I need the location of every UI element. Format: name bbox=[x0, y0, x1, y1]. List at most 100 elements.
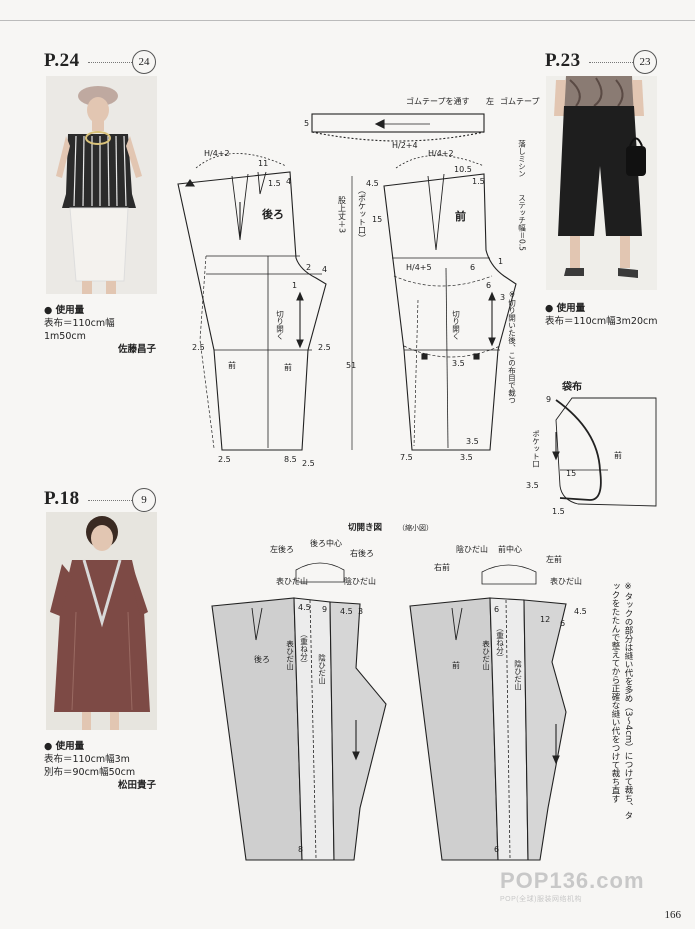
usage-line: 別布＝90cm幅50cm bbox=[44, 767, 136, 778]
back-dart-small bbox=[257, 171, 267, 195]
page-ref-p24: P.24 bbox=[44, 50, 80, 71]
model-photo-p24 bbox=[46, 76, 157, 294]
spread-front-side bbox=[523, 599, 567, 861]
spread-back-m45b: 4.5 bbox=[340, 607, 353, 616]
rise-label: 股上丈＋3 bbox=[338, 196, 347, 233]
dotted-leader bbox=[88, 500, 132, 501]
spread-front-dash bbox=[505, 599, 511, 859]
spread-back-front-fold-2: 表ひだ山 bbox=[285, 639, 294, 672]
spread-back-m45: 4.5 bbox=[298, 603, 311, 612]
usage-p23: ● 使用量 表布＝110cm幅3m20cm bbox=[545, 302, 665, 328]
waistband-formula: H/2+4 bbox=[392, 141, 418, 150]
front-m15: 15 bbox=[372, 215, 382, 224]
pocket-bag-title: 袋布 bbox=[561, 380, 582, 393]
dotted-leader bbox=[88, 62, 132, 63]
length-51: 51 bbox=[346, 361, 356, 370]
spread-left-front: 左前 bbox=[546, 554, 562, 564]
usage-line: 表布＝110cm幅3m bbox=[44, 754, 130, 765]
label-left: 左 bbox=[486, 96, 494, 106]
back-name: 後ろ bbox=[262, 207, 284, 221]
spread-front-name: 前 bbox=[452, 660, 460, 670]
front-hip-formula: H/4+5 bbox=[406, 263, 432, 272]
front-m6b: 6 bbox=[486, 281, 491, 290]
back-m2: 2 bbox=[306, 263, 311, 272]
back-overlap bbox=[199, 255, 215, 449]
usage-line: 表布＝110cm幅1m50cm bbox=[44, 318, 115, 342]
front-dart bbox=[427, 173, 445, 251]
top-rule bbox=[0, 20, 695, 21]
model-photo-p18 bbox=[46, 512, 157, 730]
arrowhead bbox=[296, 291, 304, 301]
back-m85: 8.5 bbox=[284, 455, 297, 464]
spread-back-overlap: （重ね分） bbox=[299, 630, 308, 668]
spread-front-front-fold-2: 表ひだ山 bbox=[481, 639, 490, 672]
page-ref-p23: P.23 bbox=[545, 50, 581, 71]
waistband-piece bbox=[311, 113, 485, 133]
arrowhead bbox=[552, 755, 560, 765]
spread-back-center: 後ろ中心 bbox=[310, 538, 342, 548]
pocket-m9: 9 bbox=[546, 395, 551, 404]
label-elastic: ゴムテープ bbox=[500, 96, 540, 106]
usage-title: 使用量 bbox=[556, 303, 586, 314]
spread-back-dash bbox=[309, 599, 317, 859]
back-m25c: 2.5 bbox=[218, 455, 231, 464]
tuck-note: ※タックの部分は縫い代を多め（3〜4cm）につけて裁ち、タックをたたんで整えてか… bbox=[610, 582, 633, 820]
pocket-front: 前 bbox=[614, 450, 622, 460]
waistband-height: 5 bbox=[304, 119, 309, 128]
usage-p24: ● 使用量 表布＝110cm幅1m50cm 佐藤昌子 bbox=[44, 305, 156, 355]
arrowhead bbox=[488, 291, 496, 301]
spread-front-hidden-fold: 陰ひだ山 bbox=[456, 544, 488, 554]
stitch-width-label: ステッチ幅＝0.5 bbox=[517, 194, 526, 251]
front-cut-line bbox=[445, 267, 449, 449]
spread-front-overlap: （重ね分） bbox=[495, 624, 504, 662]
spread-front-m12: 12 bbox=[540, 615, 550, 624]
back-m25b: 2.5 bbox=[318, 343, 331, 352]
watermark: POP136.com POP(全球)服装网络机构 bbox=[500, 868, 645, 904]
spread-front-m45: 4.5 bbox=[574, 607, 587, 616]
front-m75: 7.5 bbox=[400, 453, 413, 462]
watermark-sub: POP(全球)服装网络机构 bbox=[500, 896, 582, 903]
front-m6: 6 bbox=[470, 263, 475, 272]
front-m3: 3 bbox=[500, 293, 505, 302]
watermark-brand: POP136.com bbox=[500, 868, 645, 893]
stitch-label: 落しミシン bbox=[517, 139, 526, 178]
front-m35: 3.5 bbox=[452, 359, 465, 368]
spread-front-hidden-fold-2: 陰ひだ山 bbox=[513, 659, 522, 692]
label-elastic-thread: ゴムテープを通す bbox=[406, 96, 470, 106]
waistband-mini-front bbox=[481, 564, 537, 585]
spread-left-back: 左後ろ bbox=[270, 544, 294, 554]
back-m1: 1 bbox=[292, 281, 297, 290]
usage-line: 表布＝110cm幅3m20cm bbox=[545, 316, 658, 327]
waistband-arrow bbox=[374, 119, 385, 129]
pocket-marker bbox=[421, 353, 428, 360]
front-m15b: 1.5 bbox=[472, 177, 485, 186]
designer-name: 佐藤昌子 bbox=[117, 344, 156, 355]
back-cut: 切り開く bbox=[275, 310, 284, 341]
spread-front-m6: 6 bbox=[494, 605, 499, 614]
pocket-marker bbox=[473, 353, 480, 360]
front-m1: 1 bbox=[498, 257, 503, 266]
front-dashed-curve bbox=[393, 275, 493, 287]
front-piece-outline bbox=[383, 173, 517, 451]
usage-title: 使用量 bbox=[55, 305, 85, 316]
spread-front-fill bbox=[409, 597, 499, 861]
front-dart-formula: H/4+2 bbox=[428, 149, 454, 158]
spread-back-m9: 9 bbox=[322, 605, 327, 614]
spread-title: 切開き図 bbox=[348, 522, 382, 533]
cut-grain-note: ※切り開いた後、この布目で裁つ bbox=[507, 290, 516, 404]
spread-subtitle: （縮小図） bbox=[398, 523, 433, 532]
waistband-curve bbox=[311, 131, 485, 142]
spread-back-dart bbox=[251, 607, 263, 641]
front-m105: 10.5 bbox=[454, 165, 472, 174]
spread-back-hidden-fold-2: 陰ひだ山 bbox=[317, 653, 326, 686]
spread-back-name: 後ろ bbox=[254, 654, 270, 664]
back-m11: 11 bbox=[258, 159, 268, 168]
designer-name: 松田貴子 bbox=[117, 780, 156, 791]
spread-back-fill bbox=[211, 597, 303, 861]
page-ref-p18: P.18 bbox=[44, 488, 80, 509]
front-inner-dashed bbox=[413, 299, 419, 447]
back-m25a: 2.5 bbox=[192, 343, 205, 352]
back-piece-outline bbox=[177, 171, 327, 451]
arrowhead bbox=[296, 339, 304, 349]
